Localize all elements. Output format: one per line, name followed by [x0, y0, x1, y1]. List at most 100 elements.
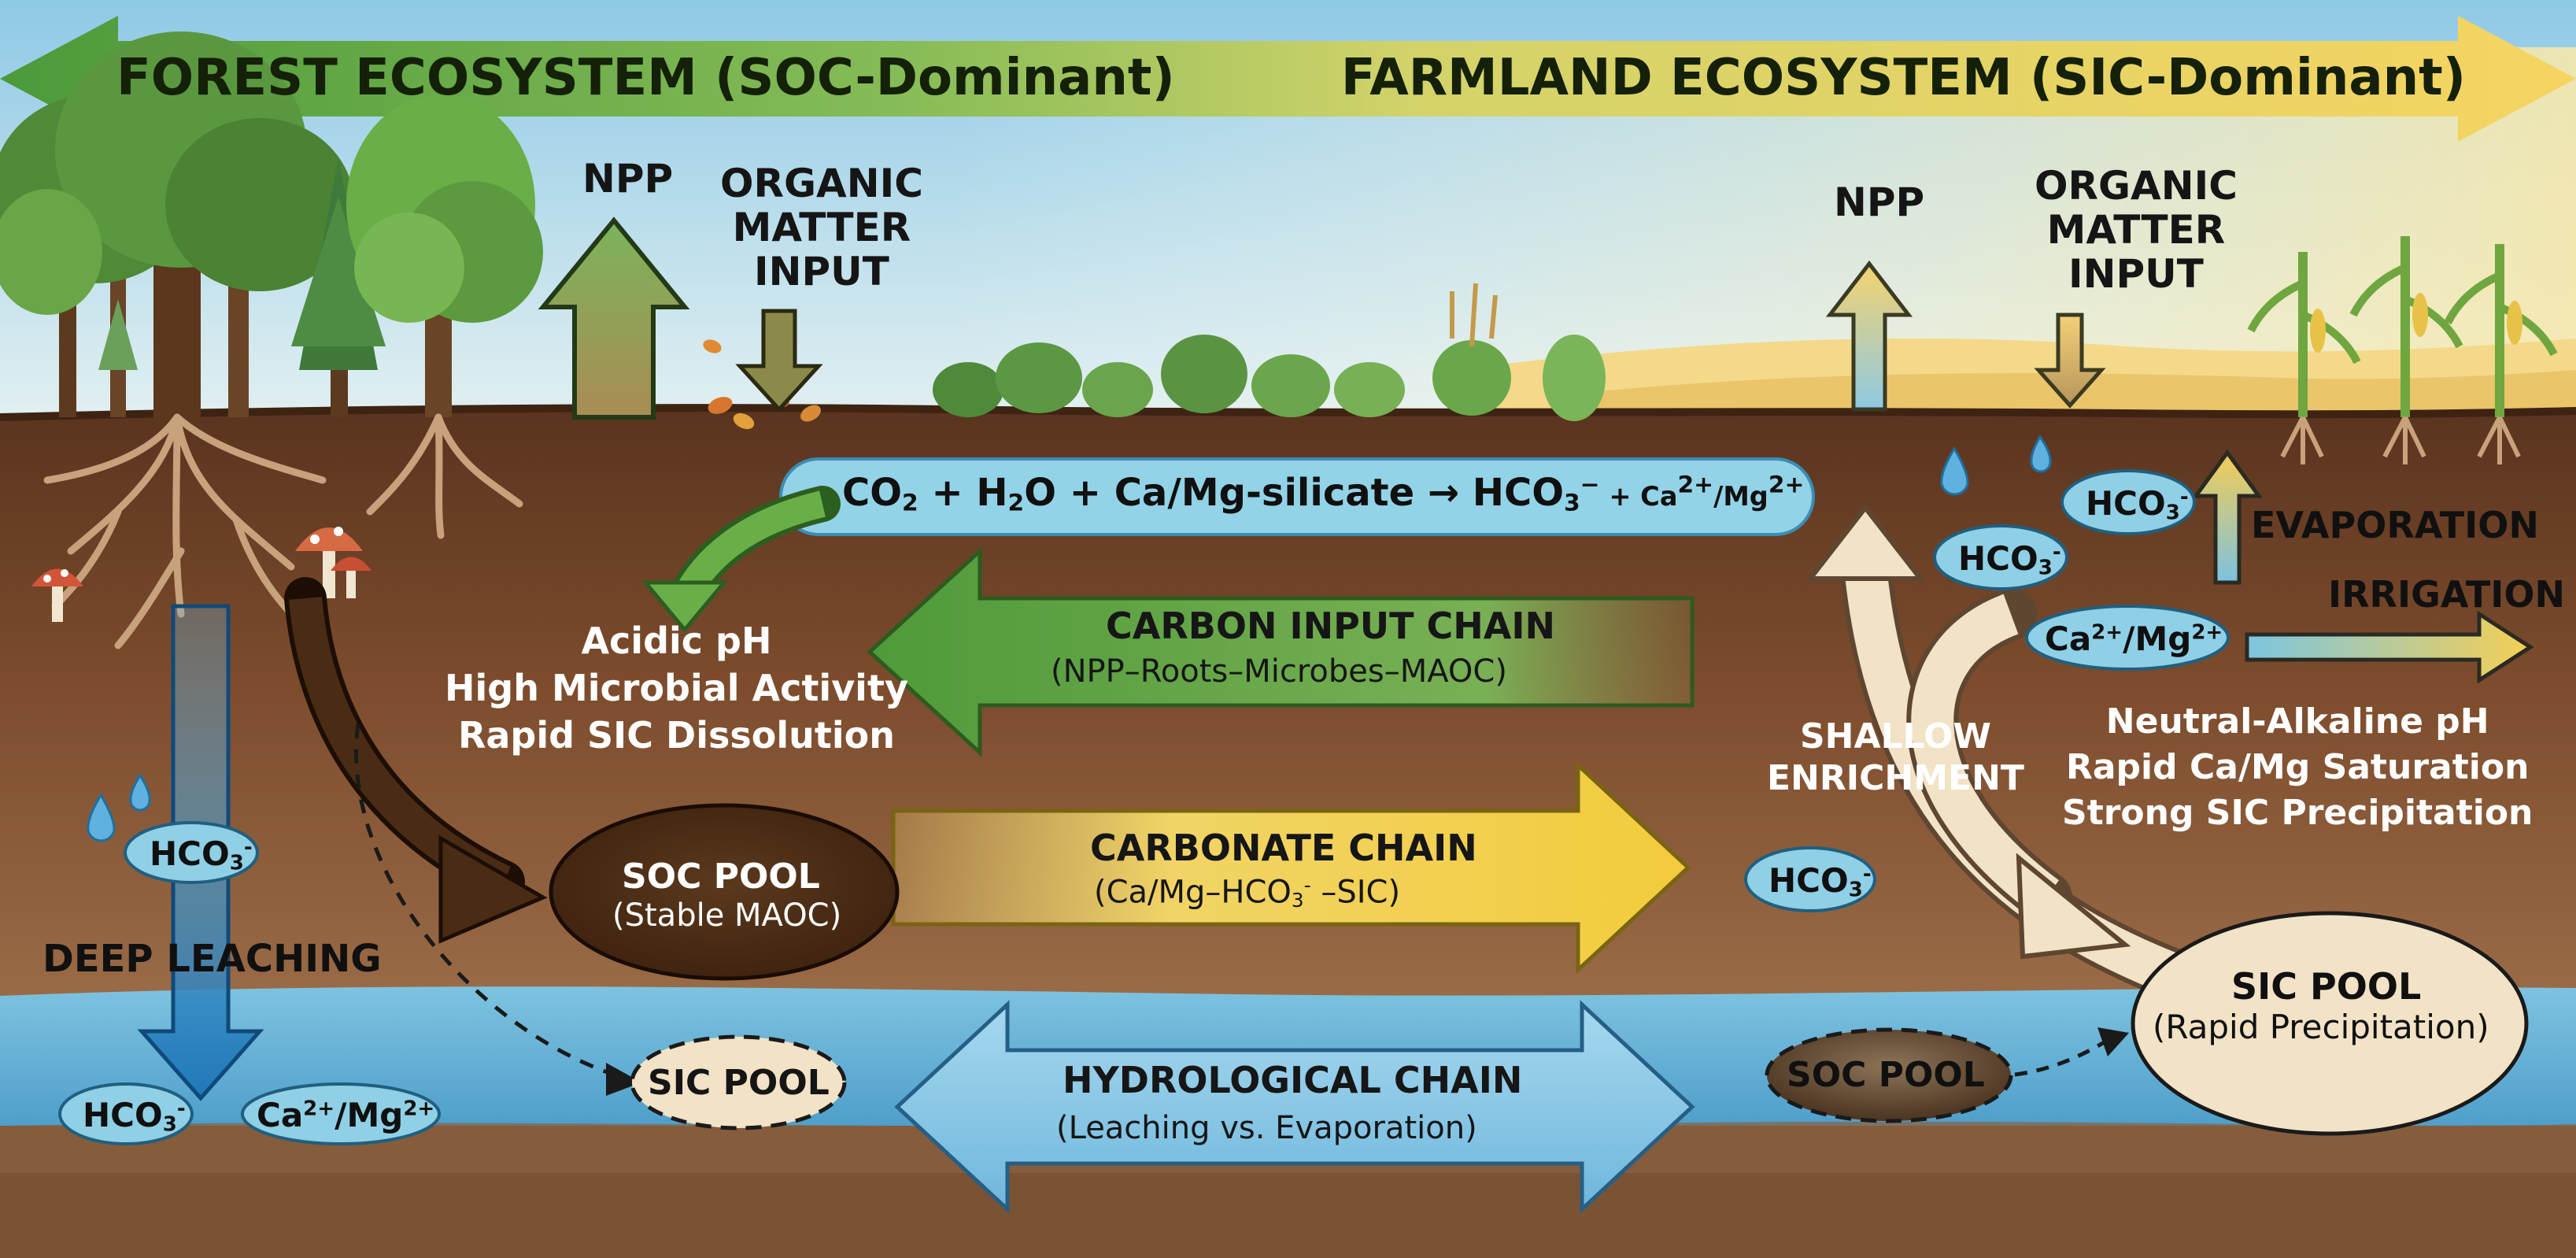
evaporation-arrow	[2192, 449, 2263, 585]
forest-cation-mg-sup: 2+	[403, 1097, 435, 1121]
hco3-superscript: −	[1580, 471, 1600, 499]
corn-plant-icon	[2247, 236, 2558, 464]
irrigation-label: IRRIGATION	[2328, 573, 2565, 616]
farm-hco3-text-1: HCO3-	[1958, 539, 2061, 580]
carbonate-chain-title: CARBONATE CHAIN	[1090, 827, 1477, 869]
carbon-input-chain-subtitle: (NPP–Roots–Microbes–MAOC)	[1051, 653, 1507, 690]
farm-hco3-2-base: HCO	[2086, 484, 2166, 523]
farm-hco3-text-3: HCO3-	[1768, 861, 1872, 902]
forest-npp-arrow	[538, 216, 690, 420]
carbonate-chain-subtitle: (Ca/Mg–HCO3- –SIC)	[1094, 874, 1400, 912]
forest-conditions: Acidic pH High Microbial Activity Rapid …	[445, 620, 908, 757]
farm-hco3-3-sub: 3	[1848, 878, 1863, 902]
reaction-silicate: O + Ca/Mg-silicate → HCO	[1024, 471, 1565, 515]
farm-cation-ion	[2025, 605, 2230, 671]
shallow-enrichment-label: SHALLOW ENRICHMENT	[1767, 716, 2024, 798]
forest-cation-ion	[241, 1082, 441, 1145]
forest-hco3-deep-base: HCO	[83, 1096, 163, 1134]
reaction-co2: CO	[842, 471, 903, 515]
mg-superscript: 2+	[1768, 471, 1805, 499]
forest-hco3-deep-sub: 3	[162, 1112, 177, 1137]
farm-hco3-1-base: HCO	[1958, 539, 2038, 578]
farmland-soc-pool	[1765, 1027, 2013, 1123]
forest-hco3-ion-deep	[58, 1082, 194, 1145]
farmland-soc-pool-label: SOC POOL	[1787, 1055, 1985, 1095]
farmland-npp-arrow	[1825, 260, 1913, 412]
reaction-equation: CO2 + H2O + Ca/Mg-silicate → HCO3− + Ca2…	[842, 471, 1804, 517]
deep-leaching-label: DEEP LEACHING	[43, 937, 382, 981]
carbonate-sup-minus: -	[1303, 874, 1311, 897]
farm-hco3-2-sup: -	[2179, 485, 2189, 509]
farm-cation-mg: /Mg	[2123, 620, 2192, 658]
forest-hco3-sub: 3	[229, 851, 244, 875]
water-drop-icon	[87, 435, 2052, 842]
farm-hco3-1-sup: -	[2052, 540, 2061, 564]
carbonate-subtitle-b: –SIC)	[1310, 874, 1401, 911]
farm-cation-ca-sup: 2+	[2091, 620, 2123, 645]
tree-roots	[43, 413, 523, 649]
farmland-sic-pool-title: SIC POOL	[2231, 965, 2422, 1008]
farmland-npp-label: NPP	[1834, 179, 1925, 225]
forest-cation-text: Ca2+/Mg2+	[257, 1096, 434, 1134]
precipitation-arrow	[1911, 594, 2060, 915]
co2-subscript: 2	[902, 489, 918, 517]
farm-hco3-1-sub: 3	[2038, 556, 2053, 580]
forest-hco3-base: HCO	[150, 834, 230, 873]
tree-icon	[0, 31, 543, 425]
forest-organic-input-label: ORGANIC MATTER INPUT	[720, 161, 923, 294]
forest-cation-ca-sup: 2+	[303, 1097, 335, 1121]
farm-hco3-ion-2	[2060, 469, 2196, 535]
forest-hco3-deep-sup: -	[176, 1097, 186, 1121]
irrigation-arrow	[2245, 610, 2534, 684]
forest-hco3-sup: -	[243, 835, 253, 860]
farmland-sic-pool-subtitle: (Rapid Precipitation)	[2153, 1008, 2489, 1046]
forest-cation-base: Ca	[257, 1096, 304, 1134]
ecosystem-gradient-banner	[0, 16, 2576, 142]
forest-sic-pool-label: SIC POOL	[648, 1063, 830, 1103]
evaporation-label: EVAPORATION	[2251, 504, 2539, 546]
carbonate-subtitle-a: (Ca/Mg–HCO	[1094, 874, 1292, 911]
reaction-h2o: + H	[918, 471, 1008, 515]
farmland-conditions: Neutral-Alkaline pH Rapid Ca/Mg Saturati…	[2062, 701, 2533, 834]
carbon-input-chain-title: CARBON INPUT CHAIN	[1106, 605, 1556, 647]
farmland-ecosystem-title: FARMLAND ECOSYSTEM (SIC-Dominant)	[1340, 49, 2466, 107]
farm-hco3-ion-3	[1744, 846, 1876, 912]
carbon-input-chain-arrow	[867, 546, 1695, 757]
farm-hco3-ion-1	[1933, 524, 2068, 590]
forest-soc-pool	[549, 803, 900, 981]
hydrological-chain-arrow	[894, 1000, 1695, 1214]
shrub-icon	[933, 283, 1606, 421]
forest-hco3-deep-text: HCO3-	[83, 1096, 186, 1137]
farmland-organic-input-arrow	[2034, 313, 2106, 409]
forest-hco3-ion	[124, 821, 259, 884]
forest-organic-input-arrow	[735, 309, 823, 413]
farm-cation-ca: Ca	[2045, 620, 2092, 658]
reaction-mg: /Mg	[1713, 481, 1768, 512]
hydrological-chain-title: HYDROLOGICAL CHAIN	[1063, 1059, 1523, 1101]
carbonate-sub-3: 3	[1291, 889, 1304, 912]
ca-superscript: 2+	[1677, 471, 1714, 499]
hydrological-chain-subtitle: (Leaching vs. Evaporation)	[1056, 1110, 1477, 1146]
forest-cation-mg: /Mg	[334, 1096, 404, 1134]
h2o-subscript: 2	[1007, 489, 1025, 517]
reaction-ca: + Ca	[1599, 481, 1678, 512]
carbonate-chain-arrow	[891, 760, 1691, 975]
farm-cation-mg-sup: 2+	[2191, 620, 2223, 645]
forest-soc-pool-subtitle: (Stable MAOC)	[612, 897, 842, 934]
farm-hco3-text-2: HCO3-	[2086, 484, 2189, 525]
forest-ecosystem-title: FOREST ECOSYSTEM (SOC-Dominant)	[116, 49, 1175, 107]
mushroom-icon	[31, 527, 371, 622]
forest-npp-label: NPP	[582, 156, 674, 202]
farm-hco3-3-base: HCO	[1768, 861, 1849, 900]
soc-to-sic-dashed-arrow	[2014, 1037, 2111, 1077]
farm-cation-text: Ca2+/Mg2+	[2045, 620, 2223, 658]
farm-hco3-2-sub: 3	[2165, 501, 2180, 525]
dashed-to-sic-arrow	[354, 723, 626, 1081]
farmland-sic-pool	[2131, 911, 2529, 1136]
farmland-organic-input-label: ORGANIC MATTER INPUT	[2035, 163, 2238, 297]
hco3-subscript: 3	[1564, 489, 1580, 517]
forest-soc-pool-title: SOC POOL	[622, 857, 820, 897]
reaction-box	[779, 457, 1815, 536]
